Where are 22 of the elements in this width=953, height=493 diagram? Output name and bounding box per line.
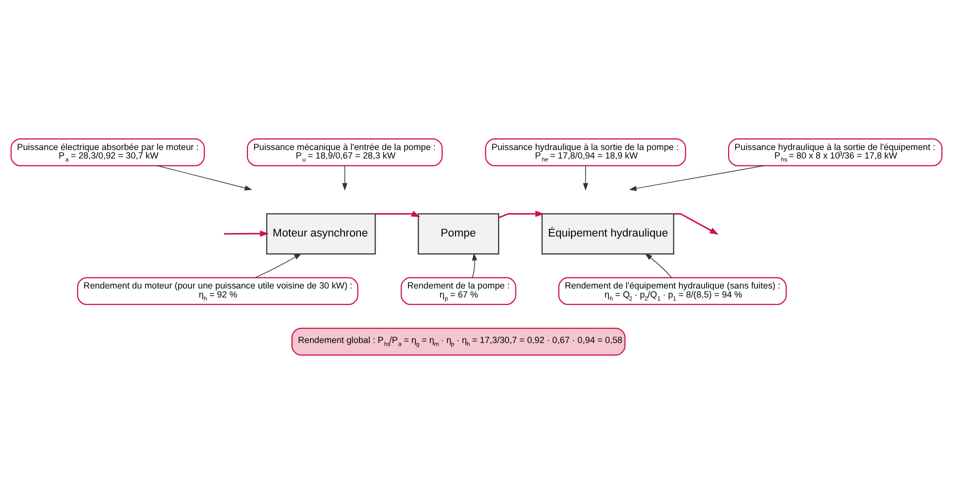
- node-box: Puissance hydraulique à la sortie de l'équipement : P$_{hs}$ = 80 x 8 x 10$^{3}$/36 = 17,8 kW: [728, 138, 942, 166]
- arrow: [498, 210, 544, 218]
- node-box: Rendement de l'équipement hydraulique (sans fuites) : η$_{h}$ = Q$_{2}$ · p$_{2}$/Q$_{1}$ · p$_{1}$ = 8/(8,5) = 94 %: [558, 276, 787, 305]
- arrow: [472, 252, 478, 278]
- arrow: [157, 164, 252, 190]
- node-box: Puissance mécanique à l'entrée de la pompe : P$_{u}$ = 18,9/0,67 = 28,3 kW: [246, 138, 443, 166]
- arrow: [254, 252, 302, 278]
- node-box: Moteur asynchrone: [266, 212, 376, 254]
- arrow: [629, 164, 764, 190]
- node-box: Puissance électrique absorbée par le moteur : P$_{a}$ = 28,3/0,92 = 30,7 kW: [10, 138, 205, 166]
- node-box: Rendement du moteur (pour une puissance utile voisine de 30 kW) : η$_{h}$ = 92 %: [77, 276, 358, 305]
- node-box: Pompe: [418, 212, 500, 254]
- arrow: [375, 210, 420, 217]
- arrow: [674, 212, 719, 234]
- node-box: Équipement hydraulique: [542, 212, 674, 254]
- node-box: Puissance hydraulique à la sortie de la pompe : P$_{he}$ = 17,8/0,94 = 18,9 kW: [485, 138, 686, 166]
- node-box: Rendement de la pompe : η$_{p}$ = 67 %: [400, 276, 516, 305]
- arrow: [224, 230, 269, 236]
- arrow: [582, 164, 588, 190]
- arrow: [644, 252, 672, 278]
- arrow: [342, 164, 348, 190]
- node-box: Rendement global : P$_{hs}$/P$_{a}$ = η$_{g}$ = η$_{m}$ · η$_{p}$ · η$_{h}$ = 17,3/30,7 = 0,92 · 0,67 · 0,94 = 0,58: [291, 327, 626, 356]
